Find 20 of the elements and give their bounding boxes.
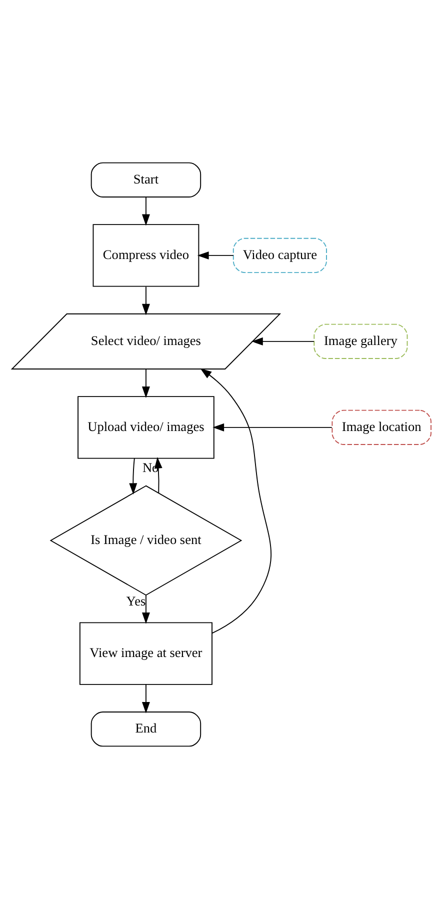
node-box: Image gallery — [314, 323, 408, 359]
arrow — [212, 422, 332, 431]
arrow — [142, 286, 150, 315]
node-box: Video capture — [232, 237, 327, 273]
arrow — [142, 594, 150, 624]
node-diamond: Is Image / video sent — [50, 484, 242, 596]
edge-label: Yes — [126, 592, 146, 608]
node-box: End — [90, 711, 202, 746]
arrow — [142, 683, 150, 713]
node-box: Start — [90, 162, 202, 197]
arrow — [129, 457, 138, 494]
arrow — [142, 368, 150, 398]
arrow — [200, 368, 272, 634]
arrow — [251, 336, 314, 345]
node-box: Compress video — [92, 224, 200, 286]
arrow — [197, 250, 234, 259]
node-box: Image location — [332, 409, 432, 444]
arrow — [142, 196, 150, 226]
node-box: Upload video/ images — [78, 396, 214, 458]
node-box: View image at server — [79, 622, 212, 684]
